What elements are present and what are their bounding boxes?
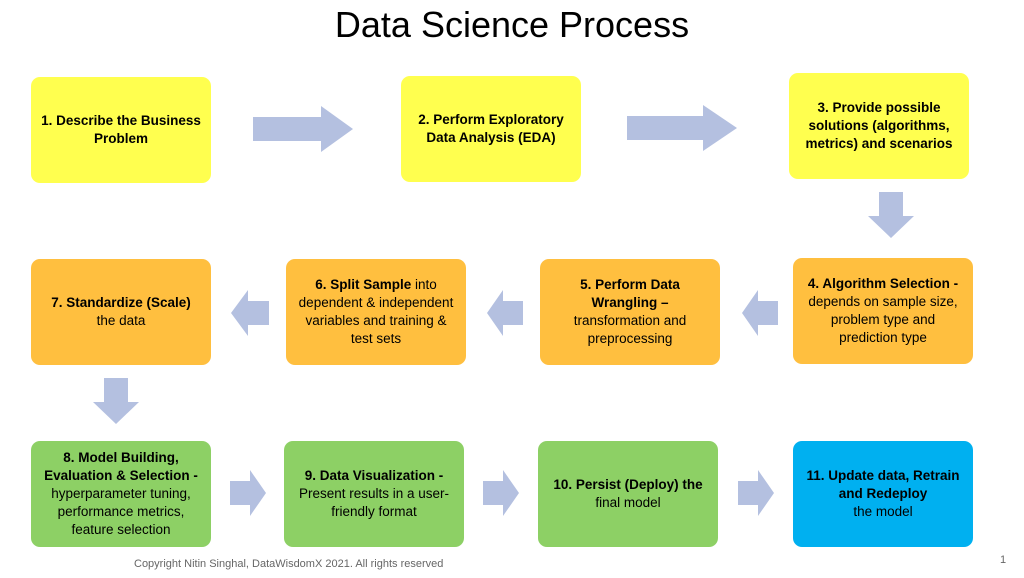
step-3-box: 3. Provide possible solutions (algorithm… xyxy=(789,73,969,179)
copyright-footer: Copyright Nitin Singhal, DataWisdomX 202… xyxy=(134,558,444,570)
step-6-title: 6. Split Sample xyxy=(315,277,412,292)
step-6-box: 6. Split Sample into dependent & indepen… xyxy=(286,259,466,365)
step-7-box: 7. Standardize (Scale) the data xyxy=(31,259,211,365)
arrow-left-icon xyxy=(487,290,523,336)
step-9-box: 9. Data Visualization - Present results i… xyxy=(284,441,464,547)
step-1-box: 1. Describe the Business Problem xyxy=(31,77,211,183)
step-10-box: 10. Persist (Deploy) the final model xyxy=(538,441,718,547)
step-8-title: 8. Model Building, Evaluation & Selectio… xyxy=(44,450,198,483)
step-9-title: 9. Data Visualization - xyxy=(304,468,444,483)
step-7-desc: the data xyxy=(96,313,146,328)
step-8-box: 8. Model Building, Evaluation & Selectio… xyxy=(31,441,211,547)
step-7-title: 7. Standardize (Scale) xyxy=(51,295,191,310)
step-3-title: 3. Provide possible solutions (algorithm… xyxy=(805,100,953,151)
step-8-desc: hyperparameter tuning, performance metri… xyxy=(51,486,191,537)
step-10-desc: final model xyxy=(595,495,661,510)
arrow-down-icon xyxy=(868,192,914,238)
step-10-title: 10. Persist (Deploy) the xyxy=(553,477,703,492)
arrow-right-icon xyxy=(253,106,353,152)
step-5-box: 5. Perform Data Wrangling – transformati… xyxy=(540,259,720,365)
step-6-desc: into dependent & independent variables a… xyxy=(298,277,454,346)
step-11-desc: the model xyxy=(853,504,913,519)
step-5-desc: transformation and preprocessing xyxy=(573,313,687,346)
step-2-box: 2. Perform Exploratory Data Analysis (ED… xyxy=(401,76,581,182)
arrow-left-icon xyxy=(742,290,778,336)
arrow-right-icon xyxy=(483,470,519,516)
step-5-title: 5. Perform Data Wrangling – xyxy=(580,277,680,310)
arrow-right-icon xyxy=(738,470,774,516)
page-title: Data Science Process xyxy=(334,4,690,45)
page-number: 1 xyxy=(1000,554,1007,566)
arrow-down-icon xyxy=(93,378,139,424)
step-9-desc: Present results in a user-friendly forma… xyxy=(298,486,450,519)
step-11-box: 11. Update data, Retrain and Redeploy the… xyxy=(793,441,973,547)
step-2-title: 2. Perform Exploratory Data Analysis (ED… xyxy=(418,112,564,145)
step-1-title: 1. Describe the Business Problem xyxy=(41,113,201,146)
arrow-left-icon xyxy=(231,290,269,336)
arrow-right-icon xyxy=(230,470,266,516)
step-4-desc: depends on sample size, problem type and… xyxy=(808,294,958,345)
step-4-box: 4. Algorithm Selection - depends on samp… xyxy=(793,258,973,364)
step-4-title: 4. Algorithm Selection - xyxy=(807,276,959,291)
step-11-title: 11. Update data, Retrain and Redeploy xyxy=(806,468,960,501)
arrow-right-icon xyxy=(627,105,737,151)
